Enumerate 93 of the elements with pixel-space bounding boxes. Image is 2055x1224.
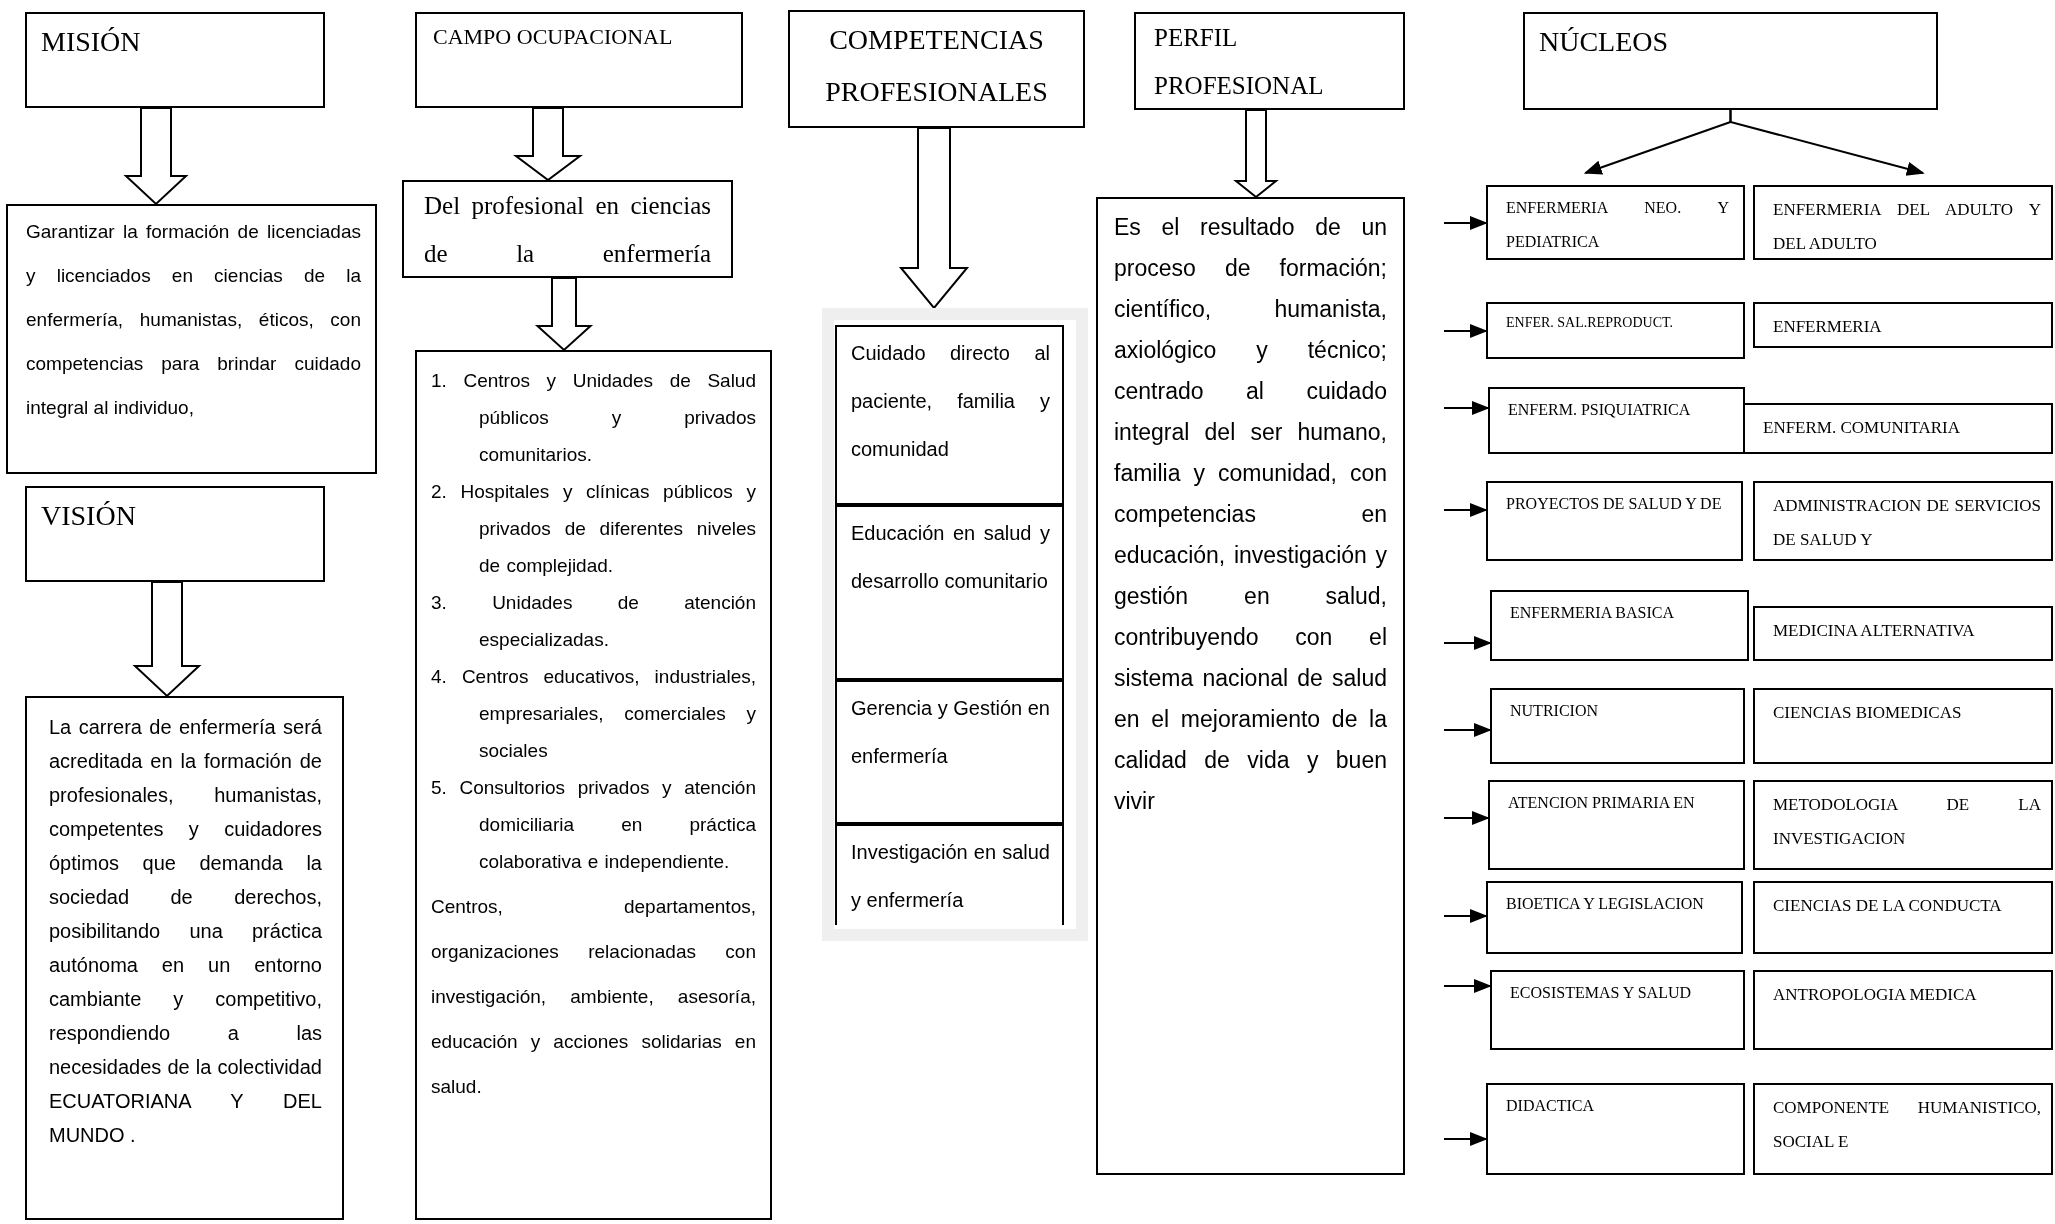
text-box [415, 350, 772, 1220]
table-cell [835, 824, 1064, 925]
category-text: ENFERMERIA BASICA [1510, 603, 1676, 623]
category-text: ADMINISTRACION DE SERVICIOS DE SALUD Y [1773, 495, 2041, 551]
category-box [1486, 185, 1745, 260]
table-frame [822, 308, 1088, 941]
heading-box [788, 10, 1085, 128]
category-text: ANTROPOLOGIA MEDICA [1773, 984, 1978, 1006]
paragraph: Es el resultado de un proceso de formación; científico, humanista, axiológico y técnico; centrado al cuidado integral del ser humano, familia y comunidad, con competencias en educación, investigación y gestión en salud, contribuyendo con el sistema nacional de salud en el mejoramiento de la calidad de vida y buen vivir [1114, 213, 1387, 816]
arrow [1443, 978, 1492, 994]
category-text: COMPONENTE HUMANISTICO, SOCIAL E [1773, 1097, 2041, 1153]
category-text: MEDICINA ALTERNATIVA [1773, 620, 1976, 642]
arrow [1443, 502, 1488, 518]
category-box [1486, 302, 1745, 359]
category-text: CIENCIAS BIOMEDICAS [1773, 702, 1963, 724]
category-text: ENFERM. COMUNITARIA [1763, 417, 1961, 439]
list-item: 1. Centros y Unidades de Salud públicos y privados comunitarios. [431, 369, 756, 467]
heading-box [25, 486, 325, 582]
block-arrow [513, 107, 583, 182]
heading-text: PERFIL PROFESIONAL [1154, 23, 1325, 101]
category-text: ATENCION PRIMARIA EN [1508, 793, 1696, 813]
category-box [1490, 688, 1745, 764]
cell-text: Investigación en salud y enfermería [851, 840, 1050, 913]
heading-box [1523, 12, 1938, 110]
category-text: CIENCIAS DE LA CONDUCTA [1773, 895, 2003, 917]
heading-box [415, 12, 743, 108]
list-item: 4. Centros educativos, industriales, empresariales, comerciales y sociales [431, 665, 756, 763]
category-box [1753, 1083, 2053, 1175]
paragraph: La carrera de enfermería será acreditada en la formación de profesionales, humanistas, competentes y cuidadores óptimos que demanda la sociedad de derechos, posibilitando una práctica autónoma en un entorno cambiante y competitivo, respondiendo a las necesidades de la colectividad ECUATORIANA Y DEL MUNDO . [49, 715, 322, 1148]
cell-text: Cuidado directo al paciente, familia y comunidad [851, 341, 1050, 462]
block-arrow [898, 127, 970, 310]
paragraph: Garantizar la formación de licenciadas y licenciados en ciencias de la enfermería, humanistas, éticos, con competencias para brindar cuidado integral al individuo, [26, 220, 361, 420]
category-box [1753, 481, 2053, 561]
category-text: ECOSISTEMAS Y SALUD [1510, 983, 1693, 1003]
arrow [1443, 908, 1488, 924]
table-cell [835, 325, 1064, 505]
text-box [6, 204, 377, 474]
category-box [1753, 185, 2053, 260]
category-box [1490, 970, 1745, 1050]
category-box [1486, 481, 1743, 561]
category-box [1488, 780, 1745, 870]
list-item: 2. Hospitales y clínicas públicos y privados de diferentes niveles de complejidad. [431, 480, 756, 578]
category-box [1753, 302, 2053, 348]
category-box [1753, 606, 2053, 661]
category-text: ENFER. SAL.REPRODUCT. [1506, 314, 1674, 332]
paragraph: Del profesional en ciencias de la enfermería [424, 191, 711, 269]
category-text: NUTRICION [1510, 701, 1599, 721]
heading-text: VISIÓN [41, 500, 137, 532]
heading-text: COMPETENCIAS PROFESIONALES [824, 23, 1049, 109]
heading-text: CAMPO OCUPACIONAL [433, 24, 674, 50]
category-box [1753, 688, 2053, 764]
heading-box [1134, 12, 1405, 110]
category-text: ENFERMERIA NEO. Y PEDIATRICA [1506, 198, 1729, 252]
category-box [1743, 403, 2053, 454]
block-arrow [534, 277, 594, 352]
category-box [1753, 780, 2053, 870]
arrow [1443, 215, 1488, 231]
arrow [1729, 109, 1925, 176]
arrow [1443, 1131, 1488, 1147]
category-box [1486, 881, 1743, 954]
category-box [1753, 970, 2053, 1050]
table-cell [835, 680, 1064, 824]
cell-text: Gerencia y Gestión en enfermería [851, 696, 1050, 769]
category-text: METODOLOGIA DE LA INVESTIGACION [1773, 794, 2041, 850]
category-box [1488, 387, 1745, 454]
category-text: ENFERMERIA [1773, 316, 1883, 338]
arrow [1443, 810, 1490, 826]
heading-text: MISIÓN [41, 26, 142, 58]
text-box [1096, 197, 1405, 1175]
text-box [402, 180, 733, 278]
category-box [1753, 881, 2053, 954]
paragraph: Centros, departamentos, organizaciones relacionadas con investigación, ambiente, asesoría, educación y acciones solidarias en salud. [431, 895, 756, 1099]
list-item: 3. Unidades de atención especializadas. [431, 591, 756, 652]
category-text: ENFERM. PSIQUIATRICA [1508, 400, 1692, 420]
arrow [1443, 635, 1492, 651]
arrow [1443, 323, 1488, 339]
category-box [1490, 590, 1749, 661]
arrow [1443, 722, 1492, 738]
heading-text: NÚCLEOS [1539, 26, 1670, 58]
category-text: DIDACTICA [1506, 1096, 1595, 1116]
arrow [1443, 400, 1490, 416]
list-item: 5. Consultorios privados y atención domiciliaria en práctica colaborativa e independiente. [431, 776, 756, 874]
category-box [1486, 1083, 1745, 1175]
category-text: PROYECTOS DE SALUD Y DE [1506, 494, 1723, 514]
block-arrow [1233, 109, 1279, 199]
heading-box [25, 12, 325, 108]
category-text: BIOETICA Y LEGISLACION [1506, 894, 1705, 914]
cell-text: Educación en salud y desarrollo comunitario [851, 521, 1050, 594]
block-arrow [123, 107, 189, 206]
table-cell [835, 505, 1064, 680]
text-box [25, 696, 344, 1220]
category-text: ENFERMERIA DEL ADULTO Y DEL ADULTO [1773, 199, 2041, 255]
block-arrow [132, 581, 202, 698]
